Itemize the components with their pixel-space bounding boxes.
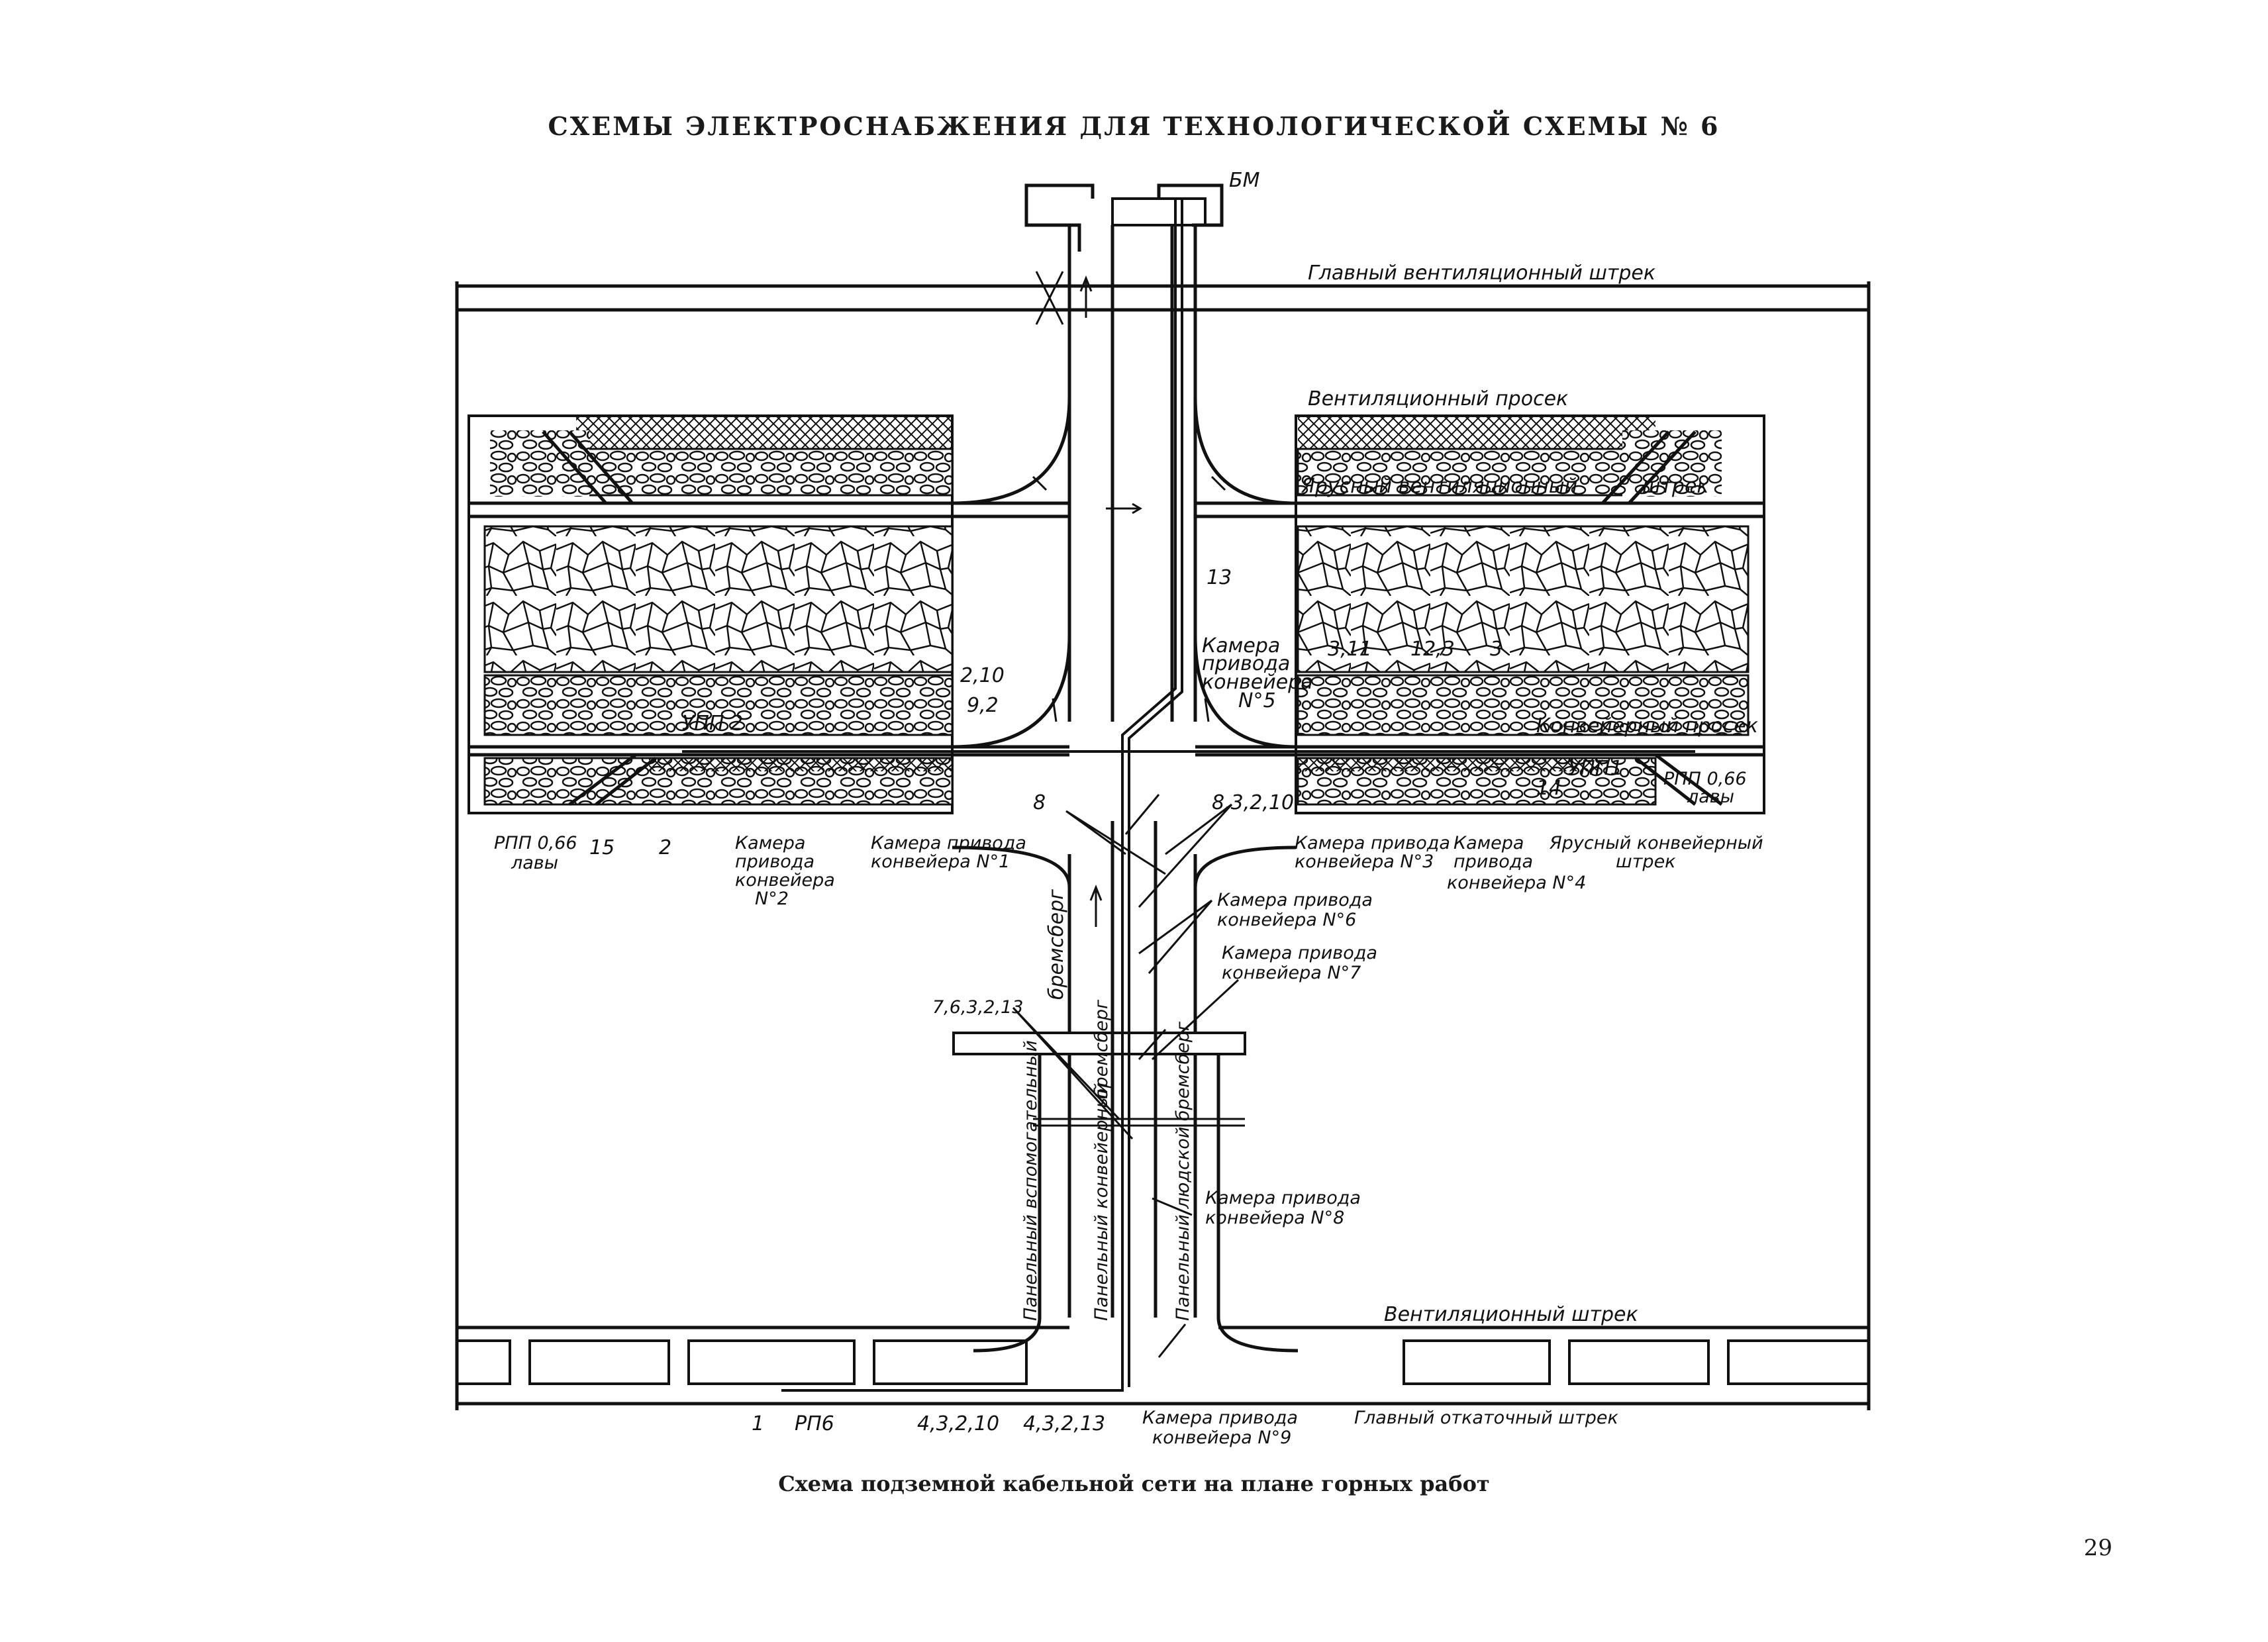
label-chamber1-2: конвейера N°1 <box>871 851 1010 872</box>
label-chamber4-2: привода <box>1454 851 1533 872</box>
label-chamber9-1: Камера привода <box>1142 1408 1298 1428</box>
leader-lines <box>1012 803 1240 1216</box>
label-bm: БМ <box>1229 169 1260 192</box>
label-tier-conv-1: Ярусный конвейерный <box>1549 833 1763 853</box>
label-panel-aux: Панельный вспомогательный <box>1020 1040 1041 1321</box>
label-rpp-left-1: РПП 0,66 <box>494 833 577 853</box>
label-8-3-2-10: 8,3,2,10 <box>1212 791 1294 814</box>
label-chamber5-4: N°5 <box>1238 689 1276 712</box>
label-upp2: УПП 2 <box>682 712 743 735</box>
label-tier-vent-drift-a: Ярусный вентиляционный <box>1301 475 1577 498</box>
label-conveyor-cut: Конвейерный просек <box>1536 714 1758 738</box>
label-chamber6-1: Камера привода <box>1217 890 1373 910</box>
label-chamber7-2: конвейера N°7 <box>1222 963 1361 983</box>
label-4-3-2-10: 4,3,2,10 <box>917 1412 999 1435</box>
page-number: 29 <box>2083 1535 2112 1561</box>
label-chamber2-1: Камера <box>735 833 805 853</box>
label-chamber9-2: конвейера N°9 <box>1152 1427 1291 1448</box>
label-vent-cut: Вентиляционный просек <box>1308 387 1568 410</box>
label-panel-people: Панельный людской бремсберг <box>1173 1021 1193 1321</box>
label-3-11: 3,11 <box>1328 638 1372 661</box>
shaft-head <box>1024 183 1224 722</box>
label-12-3: 12,3 <box>1410 638 1455 661</box>
label-14: 14 <box>1536 777 1561 800</box>
shaft-junctions <box>952 397 1297 888</box>
label-upp1: УПП1 <box>1568 757 1623 780</box>
label-9-2: 9,2 <box>967 694 999 717</box>
label-chamber2-2: привода <box>735 851 814 872</box>
label-vent-drift: Вентиляционный штрек <box>1384 1303 1638 1326</box>
label-chamber3-1: Камера привода <box>1295 833 1450 853</box>
label-3: 3 <box>1490 638 1503 661</box>
label-chamber8-1: Камера привода <box>1205 1188 1361 1208</box>
label-4-3-2-13: 4,3,2,13 <box>1023 1412 1105 1435</box>
label-rpp-left-2: лавы <box>511 853 558 873</box>
page-title: СХЕМЫ ЭЛЕКТРОСНАБЖЕНИЯ ДЛЯ ТЕХНОЛОГИЧЕСК… <box>548 111 1720 141</box>
label-rpp-right-2: лавы <box>1687 787 1734 807</box>
label-15: 15 <box>589 836 615 859</box>
right-panel <box>1195 414 1765 814</box>
label-bremsberg: бремсберг <box>1045 889 1068 1000</box>
outer-frame <box>455 281 1871 1410</box>
label-tier-conv-2: штрек <box>1616 851 1676 872</box>
label-rpp-right-1: РПП 0,66 <box>1663 769 1747 789</box>
bremsberg-corridors <box>952 821 1246 1318</box>
bottom-drifts <box>456 1317 1870 1406</box>
label-panel-conv: Панельный конвейерный <box>1091 1083 1112 1321</box>
label-chamber5-1: Камера <box>1202 634 1280 657</box>
left-panel <box>468 414 1069 814</box>
label-chamber7-1: Камера привода <box>1222 943 1377 963</box>
label-tier-vent-drift-b: штрек <box>1642 475 1709 498</box>
label-2: 2 <box>659 836 671 859</box>
label-chamber4-3: конвейера N°4 <box>1447 873 1586 893</box>
label-7-6-3-2-13: 7,6,3,2,13 <box>932 997 1023 1018</box>
label-main-vent-drift: Главный вентиляционный штрек <box>1308 262 1655 285</box>
figure-caption: Схема подземной кабельной сети на плане … <box>778 1471 1490 1496</box>
label-chamber5-3: конвейера <box>1202 671 1313 694</box>
label-8: 8 <box>1033 791 1046 814</box>
label-chamber4-1: Камера <box>1454 833 1524 853</box>
label-chamber1-1: Камера привода <box>871 833 1026 853</box>
label-rp6: РП6 <box>795 1412 834 1435</box>
cable-routes <box>682 199 1695 1392</box>
label-chamber8-2: конвейера N°8 <box>1205 1208 1344 1228</box>
label-chamber2-3: конвейера <box>735 870 835 891</box>
label-1: 1 <box>752 1412 764 1435</box>
label-bremsberg2: бремсберг <box>1091 999 1112 1099</box>
label-chamber5-2: привода <box>1202 652 1290 675</box>
label-chamber3-2: конвейера N°3 <box>1295 851 1434 872</box>
label-chamber2-4: N°2 <box>755 889 789 909</box>
main-ventilation-drift <box>457 284 1869 312</box>
label-main-haul-drift: Главный откаточный штрек <box>1354 1408 1618 1428</box>
label-chamber6-2: конвейера N°6 <box>1217 910 1356 930</box>
label-cable-13: 13 <box>1207 566 1232 589</box>
label-2-10: 2,10 <box>960 664 1005 687</box>
